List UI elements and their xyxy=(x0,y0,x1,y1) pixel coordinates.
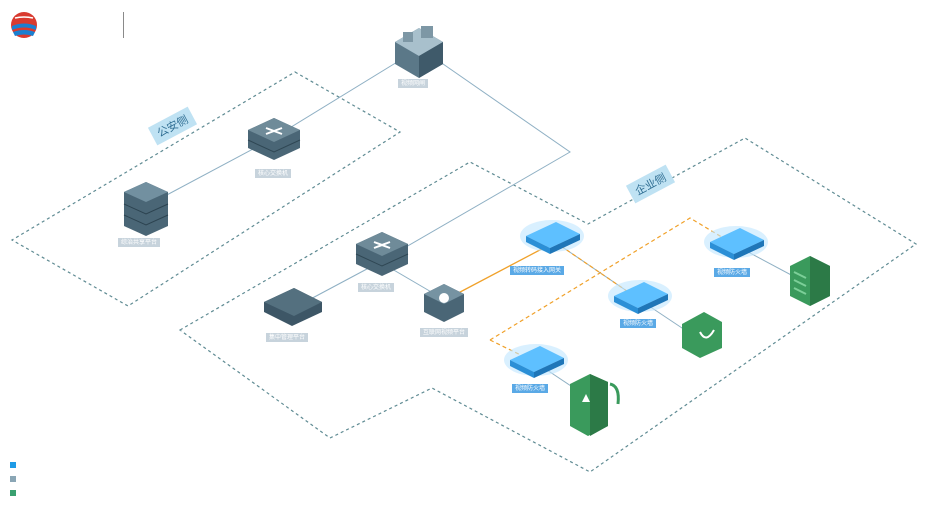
video-gateway-label: 视频网闸 xyxy=(398,79,429,88)
firewall-appliance-icon xyxy=(504,344,568,378)
firewall-appliance-icon xyxy=(704,226,768,260)
gateway-device-icon xyxy=(395,26,443,78)
firewall-appliance-icon xyxy=(520,220,584,254)
enterprise-zone-boundary xyxy=(178,137,918,473)
orange-link xyxy=(444,241,556,301)
globe-logo-icon xyxy=(9,10,39,40)
enterprise-core-switch-label: 核心交换机 xyxy=(358,283,395,292)
firewall-right-label: 视频防火墙 xyxy=(714,268,751,277)
networked-platform-label: 互联网视频平台 xyxy=(420,328,469,337)
police-platform-label: 综治共享平台 xyxy=(118,238,161,247)
police-zone-boundary xyxy=(10,71,402,307)
orange-dashed-route-2 xyxy=(489,339,536,363)
legend-swatch-grey xyxy=(10,476,16,482)
server-box-icon xyxy=(264,288,322,326)
header-divider xyxy=(123,12,124,38)
central-platform-label: 集中管理平台 xyxy=(266,333,309,342)
shopping-bag-icon xyxy=(682,312,722,358)
legend-swatch-green xyxy=(10,490,16,496)
video-device-icon xyxy=(424,284,464,322)
access-gateway-label: 视频转码接入网关 xyxy=(510,266,565,275)
server-rack-icon xyxy=(123,182,169,236)
firewall-bottom-label: 视频防火墙 xyxy=(512,384,549,393)
network-switch-icon xyxy=(355,232,409,276)
network-switch-icon xyxy=(247,118,301,160)
legend-swatch-blue xyxy=(10,462,16,468)
firewall-mid-label: 视频防火墙 xyxy=(620,319,657,328)
firewall-appliance-icon xyxy=(608,280,672,314)
gas-station-icon xyxy=(570,374,620,436)
office-building-icon xyxy=(790,256,830,306)
police-core-switch-label: 核心交换机 xyxy=(255,169,292,178)
